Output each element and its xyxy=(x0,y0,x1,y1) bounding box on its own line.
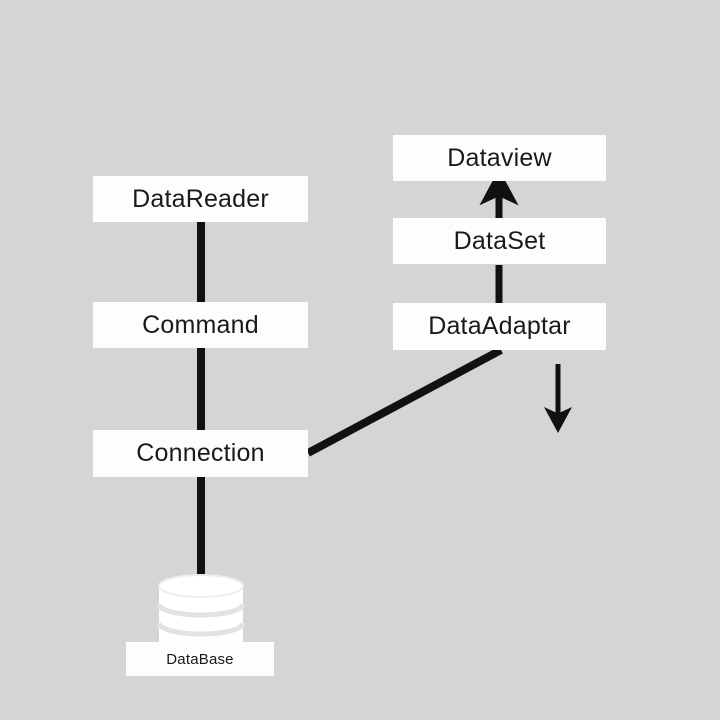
node-dataadaptar-label: DataAdaptar xyxy=(428,312,571,340)
node-connection[interactable]: Connection xyxy=(93,430,308,477)
node-database-label: DataBase xyxy=(166,650,234,668)
node-dataview-label: Dataview xyxy=(447,143,552,172)
edge-connection-dataadaptar xyxy=(306,346,503,457)
node-dataset-label: DataSet xyxy=(453,226,546,255)
node-datareader-label: DataReader xyxy=(132,184,269,213)
node-dataset[interactable]: DataSet xyxy=(393,218,606,264)
node-dataview[interactable]: Dataview xyxy=(393,135,606,181)
node-command[interactable]: Command xyxy=(93,302,308,348)
node-command-label: Command xyxy=(142,310,259,339)
database-cylinder-icon xyxy=(156,574,246,653)
node-datareader[interactable]: DataReader xyxy=(93,176,308,222)
node-database[interactable]: DataBase xyxy=(126,642,274,676)
node-connection-label: Connection xyxy=(136,439,265,467)
node-dataadaptar[interactable]: DataAdaptar xyxy=(393,303,606,350)
